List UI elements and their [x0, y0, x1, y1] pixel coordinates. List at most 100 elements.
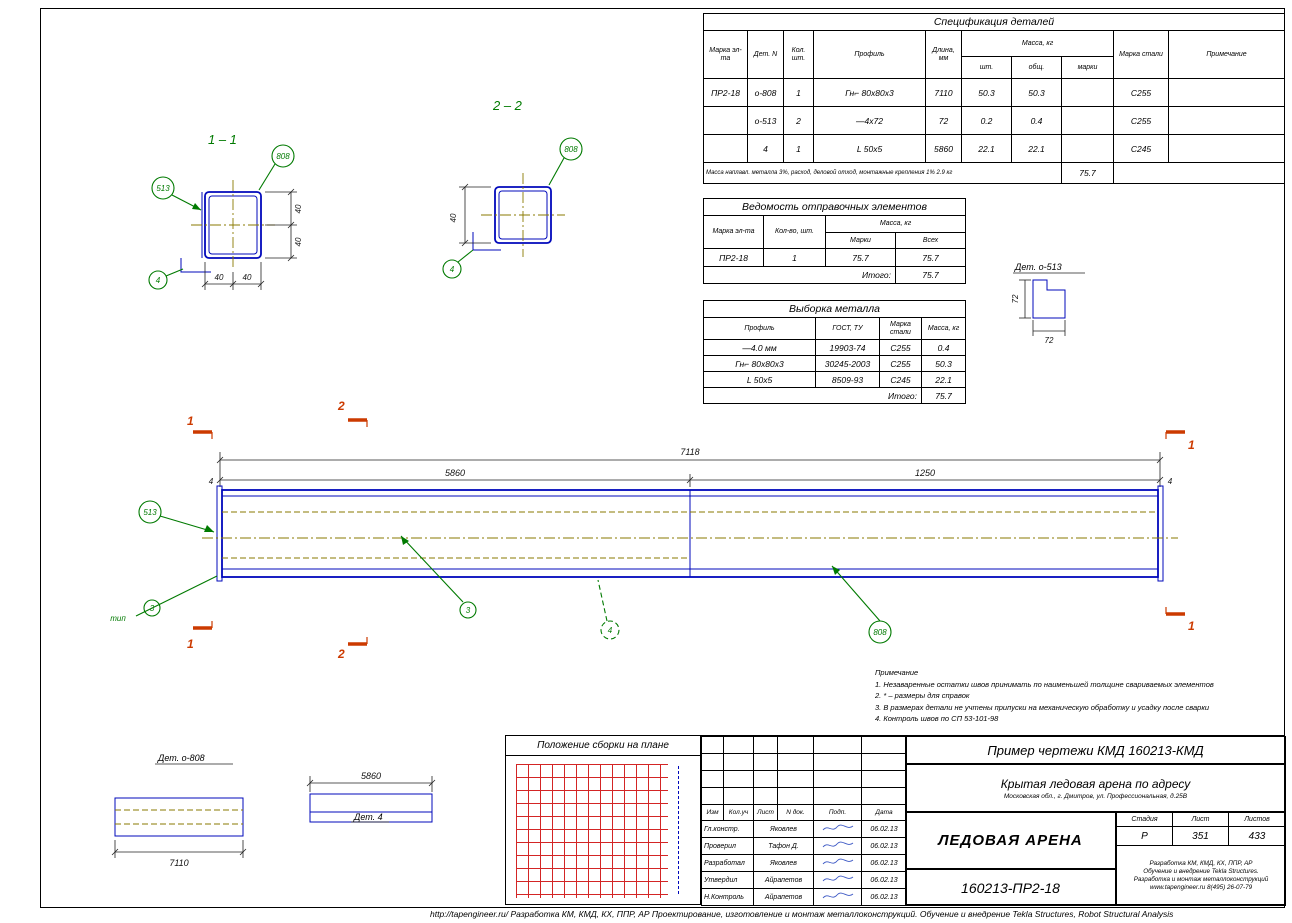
plate-outline [114, 797, 244, 837]
cell: 22.1 [1011, 134, 1062, 163]
col-koluch: Кол.уч [723, 804, 754, 821]
note-item: 2. * – размеры для справок [875, 691, 970, 700]
section-2-2-view: 2 – 2 808 40 4 [442, 98, 583, 279]
signature [813, 837, 862, 855]
svg-text:4: 4 [608, 626, 613, 635]
sign-role: Н.Контроль [701, 888, 754, 906]
cell: 1 [783, 78, 814, 107]
shipping-col-mark: Марка эл-та [703, 215, 764, 249]
weld-number: 3 [466, 606, 471, 615]
shipping-total-value: 75.7 [894, 266, 967, 284]
cell: 7110 [925, 78, 962, 107]
project-name: Крытая ледовая арена по адресу [1000, 776, 1191, 791]
sign-name: Айрапетов [753, 888, 814, 906]
detail-513-label: Дет. о-513 [1014, 262, 1062, 272]
cell: 22.1 [961, 134, 1012, 163]
shipping-row: ПР2-18 1 75.7 75.7 [703, 248, 967, 267]
dim-label-a: 5860 [445, 468, 465, 478]
cell: 19903-74 [815, 339, 880, 356]
svg-text:4: 4 [156, 276, 161, 285]
revision-row [701, 770, 907, 788]
plan-axis-line [678, 766, 679, 894]
spec-col-total: общ. [1011, 56, 1062, 79]
sheet-value: 351 [1172, 826, 1229, 846]
metal-table: Выборка металла Профиль ГОСТ, ТУ Марка с… [702, 300, 967, 404]
balloon-808: 808 [258, 144, 295, 191]
col-list: Лист [753, 804, 778, 821]
dim-label: 72 [1011, 294, 1020, 303]
project-address: Московская обл., г. Дмитров, ул. Професс… [1003, 792, 1188, 800]
sign-name: Тафон Д. [753, 837, 814, 855]
tube-outline [180, 191, 262, 273]
spec-title: Спецификация деталей [703, 13, 1285, 31]
plan-title: Положение сборки на плане [506, 736, 700, 756]
shipping-total-row: Итого: 75.7 [703, 266, 967, 284]
section-mark-2-top: 2 [337, 399, 368, 427]
company-line: Обучение и внедрение Tekla Structures. [1143, 867, 1259, 875]
svg-text:2: 2 [337, 399, 345, 413]
cell: Гн⌐ 80х80х3 [703, 355, 816, 372]
metal-col-steel: Марка стали [879, 317, 922, 340]
cell: ПР2-18 [703, 248, 764, 267]
cell: 50.3 [961, 78, 1012, 107]
stage-label: Стадия [1116, 812, 1173, 827]
col-ndok: N док. [777, 804, 814, 821]
svg-text:1: 1 [187, 414, 194, 428]
dim-label: 40 [294, 237, 303, 246]
cell: 72 [925, 106, 962, 135]
notes-title: Примечание [875, 668, 919, 677]
notes-block: Примечание 1. Незаваренные остатки швов … [875, 668, 1280, 726]
section-2-2-title: 2 – 2 [492, 98, 523, 113]
cell: Гн⌐ 80х80х3 [813, 78, 926, 107]
section-1-1-view: 1 – 1 808 513 4 [148, 132, 303, 290]
col-izm: Изм [701, 804, 724, 821]
assembly-plan-grid [516, 764, 668, 898]
cell: 0.2 [961, 106, 1012, 135]
signature [813, 871, 862, 889]
balloon-4: 4 [442, 249, 474, 279]
spec-col-profile: Профиль [813, 30, 926, 79]
cell [1168, 134, 1285, 163]
signature [813, 888, 862, 906]
cell: С255 [1113, 106, 1169, 135]
svg-text:808: 808 [564, 145, 578, 154]
cell: L 50х5 [813, 134, 926, 163]
document-number: 160213-ПР2-18 [905, 869, 1116, 906]
cell: С255 [879, 339, 922, 356]
cell [1061, 78, 1114, 107]
cell: 1 [783, 134, 814, 163]
cell [1113, 162, 1285, 184]
object-name: ЛЕДОВАЯ АРЕНА [905, 812, 1116, 869]
weld-typ-label: тип [110, 614, 126, 623]
dimension-vertical: 72 [1011, 279, 1031, 319]
project-cell: Крытая ледовая арена по адресу Московска… [905, 764, 1286, 812]
detail-808-view: Дет. о-808 7110 [111, 753, 247, 868]
detail-808-label: Дет. о-808 [157, 753, 205, 763]
cell: —4х72 [813, 106, 926, 135]
spec-col-length: Длина, мм [925, 30, 962, 79]
sign-row: Гл.констр. Яковлев 06.02.13 [701, 820, 907, 838]
shipping-title: Ведомость отправочных элементов [702, 198, 967, 216]
sign-date: 06.02.13 [861, 820, 907, 838]
svg-text:1: 1 [187, 637, 194, 651]
svg-text:4: 4 [450, 265, 455, 274]
dim-label: 40 [449, 213, 458, 222]
cell: 30245-2003 [815, 355, 880, 372]
company-line: Разработка и монтаж металлоконструкций [1133, 875, 1269, 883]
sign-role: Гл.констр. [701, 820, 754, 838]
svg-text:513: 513 [156, 184, 170, 193]
sign-date: 06.02.13 [861, 888, 907, 906]
sign-date: 06.02.13 [861, 837, 907, 855]
svg-text:808: 808 [873, 628, 887, 637]
dimension-right: 40 40 [265, 188, 303, 262]
balloon-4-dashed: 4 [597, 579, 620, 640]
sheet-frame [40, 8, 1285, 908]
col-data: Дата [861, 804, 907, 821]
cell: 0.4 [1011, 106, 1062, 135]
tube-outline [472, 186, 552, 251]
